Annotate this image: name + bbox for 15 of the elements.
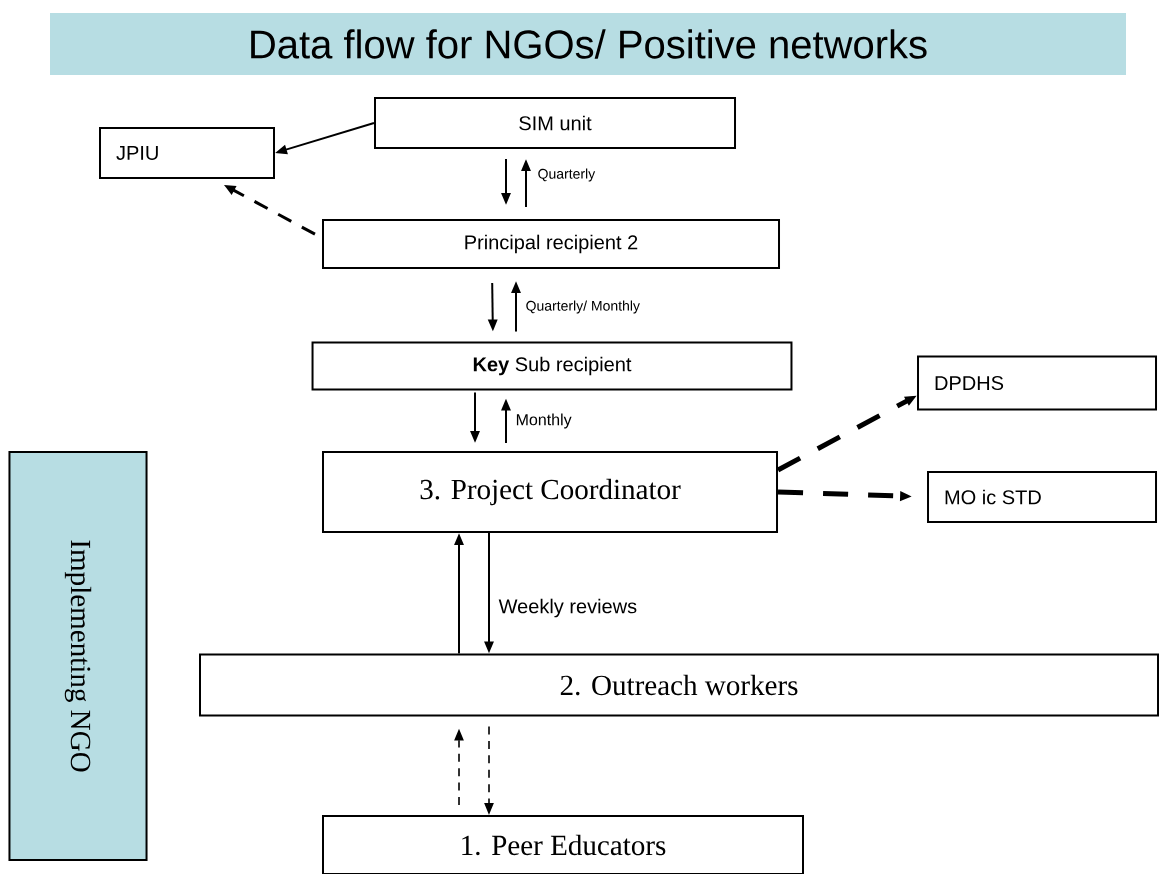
process-box: SIM unit: [374, 97, 736, 149]
edge-label: Quarterly/ Monthly: [526, 300, 640, 314]
process-box: Key Sub recipient: [311, 341, 793, 391]
edge-label: Weekly reviews: [498, 598, 637, 618]
process-box: DPDHS: [917, 355, 1157, 411]
side-band: Implementing NGO: [8, 451, 148, 861]
process-box: JPIU: [99, 127, 275, 179]
edge-label: Quarterly: [538, 168, 596, 182]
process-box: Principal recipient 2: [322, 219, 780, 269]
process-box: 3. Project Coordinator: [322, 451, 778, 533]
edge-label: Monthly: [516, 413, 572, 429]
process-box: 2. Outreach workers: [199, 653, 1159, 717]
process-box: MO ic STD: [927, 471, 1157, 523]
process-box: 1. Peer Educators: [322, 815, 804, 874]
title-banner: Data flow for NGOs/ Positive networks: [50, 13, 1126, 75]
